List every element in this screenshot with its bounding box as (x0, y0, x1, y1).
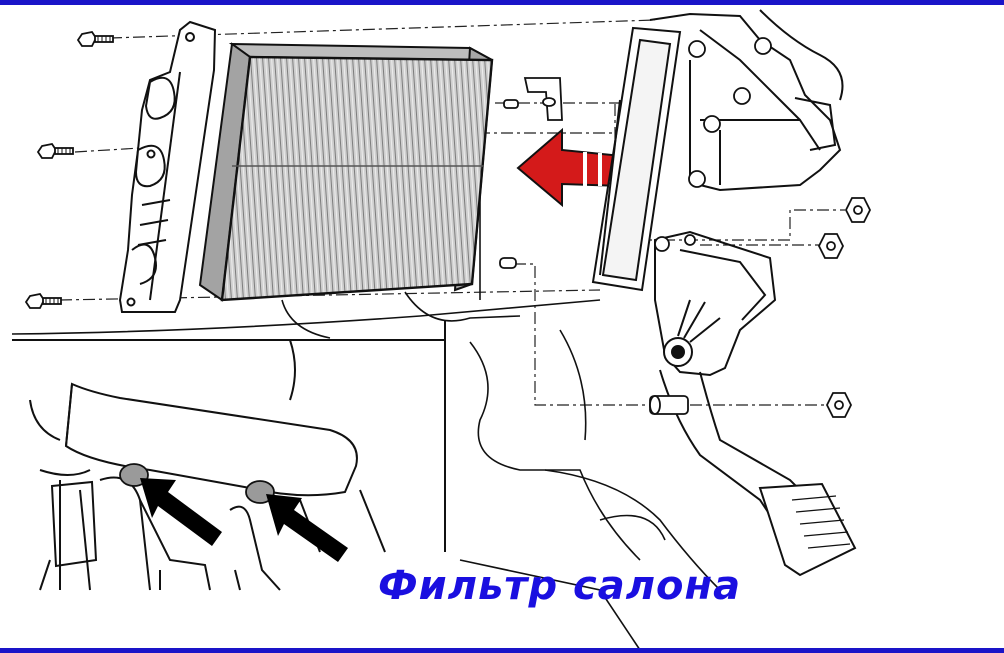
diagram-caption: Фильтр салона (378, 563, 742, 609)
cabin-filter (198, 42, 494, 302)
pedal-box-structure (649, 9, 857, 577)
filter-housing-frame (591, 26, 682, 292)
stud-bolt (649, 395, 689, 415)
nut-icon (825, 392, 853, 418)
screw-icon (76, 30, 114, 47)
screw-icon (36, 142, 74, 159)
pedal-pivot (663, 299, 721, 367)
dashboard-outline (11, 60, 721, 651)
filter-cover (118, 20, 217, 313)
nut-icon (817, 233, 845, 259)
nut-icon (654, 37, 772, 252)
install-arrow-icon (516, 127, 623, 208)
pointer-arrow-icon (140, 478, 222, 546)
frame-top-bar (0, 0, 1004, 5)
nut-icon (844, 197, 872, 223)
frame-bottom-bar (0, 648, 1004, 653)
inset-frame (12, 320, 446, 552)
alignment-lines (59, 19, 845, 406)
screw-icon (24, 292, 62, 309)
pointer-arrow-icon (266, 494, 348, 562)
mounting-bracket (499, 77, 563, 269)
